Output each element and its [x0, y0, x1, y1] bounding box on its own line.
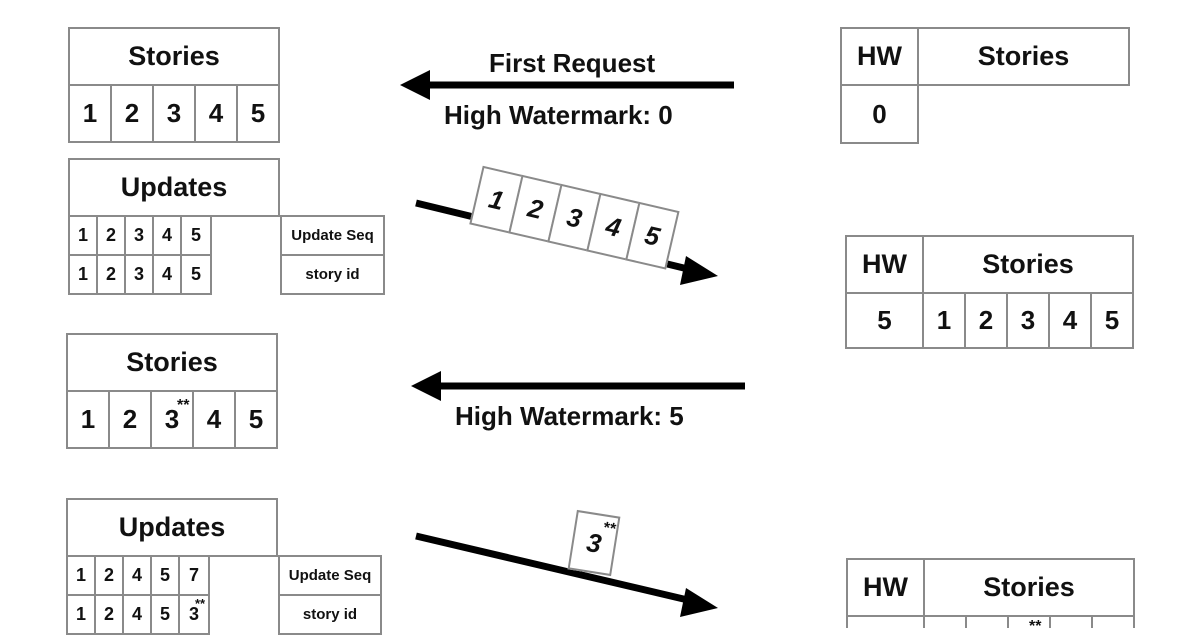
story-id-cell: 2 [96, 254, 126, 295]
story-id-cell: 4 [122, 594, 152, 635]
client-story-cell [1049, 615, 1093, 628]
client-stories-header-3: Stories [923, 558, 1135, 617]
update-seq-cell: 2 [96, 215, 126, 256]
client-hw-header-2: HW [845, 235, 924, 294]
story-cell: 5 [236, 84, 280, 143]
client-story-cell: 4 [1048, 292, 1092, 349]
story-id-cell: 1 [66, 594, 96, 635]
story-cell: 4 [194, 84, 238, 143]
client-story-cell [965, 615, 1009, 628]
server-stories-title-1: Stories [68, 27, 280, 86]
modified-mark: ** [177, 397, 190, 414]
story-cell: 3 [152, 84, 196, 143]
story-id-cell: 4 [152, 254, 182, 295]
update-seq-cell: 2 [94, 555, 124, 596]
client-story-cell: 3 [1006, 292, 1050, 349]
client-story-cell: 2 [964, 292, 1008, 349]
client-story-cell [1091, 615, 1135, 628]
update-seq-cell: 7 [178, 555, 210, 596]
update-seq-cell: 4 [122, 555, 152, 596]
client-story-cell-modified: ** [1007, 615, 1051, 635]
story-cell: 1 [66, 390, 110, 449]
modified-mark: ** [1029, 618, 1042, 635]
story-id-label: story id [278, 594, 382, 635]
update-seq-label: Update Seq [280, 215, 385, 256]
story-id-cell: 1 [68, 254, 98, 295]
client-stories-header-2: Stories [922, 235, 1134, 294]
client-story-cell: 1 [922, 292, 966, 349]
client-hw-value-2: 5 [845, 292, 924, 349]
story-cell: 2 [110, 84, 154, 143]
response-arrow-2 [415, 532, 718, 617]
high-watermark-label-1: High Watermark: 0 [444, 100, 673, 130]
story-id-cell: 5 [150, 594, 180, 635]
client-stories-header-1: Stories [917, 27, 1130, 86]
story-cell: 4 [192, 390, 236, 449]
update-seq-cell: 5 [180, 215, 212, 256]
client-hw-value-1: 0 [840, 84, 919, 144]
story-id-cell: 3 [124, 254, 154, 295]
client-hw-value-3 [846, 615, 925, 628]
story-cell: 2 [108, 390, 152, 449]
update-seq-cell: 4 [152, 215, 182, 256]
update-seq-cell: 5 [150, 555, 180, 596]
updates-title-1: Updates [68, 158, 280, 217]
request-arrow-1 [400, 70, 734, 100]
client-story-cell: 5 [1090, 292, 1134, 349]
server-stories-title-2: Stories [66, 333, 278, 392]
story-id-cell-modified: 3 ** [178, 594, 210, 635]
update-seq-cell: 1 [66, 555, 96, 596]
story-cell: 1 [68, 84, 112, 143]
update-seq-label: Update Seq [278, 555, 382, 596]
first-request-label: First Request [489, 48, 656, 78]
client-hw-header-1: HW [840, 27, 919, 86]
update-seq-cell: 1 [68, 215, 98, 256]
response-card-modified: 3 ** [567, 509, 621, 577]
story-id-cell: 2 [94, 594, 124, 635]
story-id-label: story id [280, 254, 385, 295]
story-cell-modified: 3 ** [150, 390, 194, 449]
high-watermark-label-2: High Watermark: 5 [455, 401, 684, 431]
client-hw-header-3: HW [846, 558, 925, 617]
updates-title-2: Updates [66, 498, 278, 557]
request-arrow-2 [411, 371, 745, 401]
modified-mark: ** [602, 519, 618, 539]
story-cell: 5 [234, 390, 278, 449]
modified-mark: ** [195, 596, 206, 611]
story-id-cell: 5 [180, 254, 212, 295]
client-story-cell [923, 615, 967, 628]
update-seq-cell: 3 [124, 215, 154, 256]
